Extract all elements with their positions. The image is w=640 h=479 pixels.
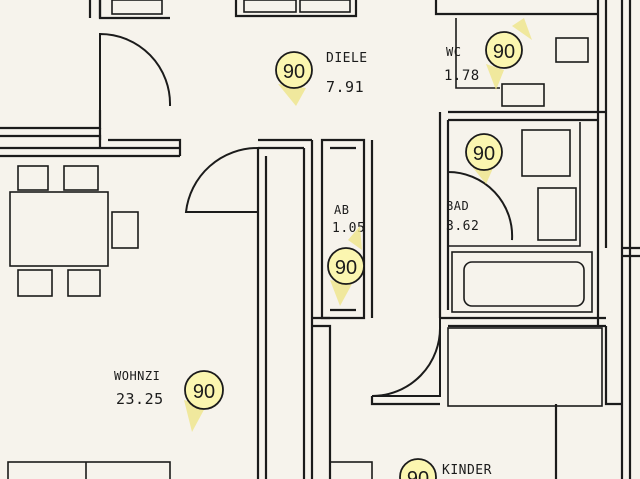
wall-wohnzi-top-jamb xyxy=(98,128,182,156)
badge-wc-label: 90 xyxy=(493,41,515,63)
furniture xyxy=(7,0,603,479)
badge-kinder: 90 xyxy=(399,458,437,479)
badge-kinder-circle xyxy=(399,458,437,479)
badge-diele-label: 90 xyxy=(283,61,305,83)
wall-top-left-box xyxy=(98,0,170,20)
badge-wc-circle xyxy=(485,31,523,69)
badge-ab-circle xyxy=(327,247,365,285)
door-bad xyxy=(447,120,514,241)
room-labels: DIELE 7.91 WC 1.78 AB 1.05 BAD 3.62 WOHN… xyxy=(114,45,492,478)
bad-washer-1 xyxy=(521,129,571,177)
badge-diele-circle xyxy=(275,51,313,89)
wall-bad-bottom xyxy=(440,248,606,328)
wall-top-cabinet xyxy=(234,0,358,18)
top-cabinet-right xyxy=(299,0,351,13)
room-name-kinder: KINDER xyxy=(442,463,492,478)
badge-ab-glow-2 xyxy=(348,226,362,250)
chair-bottom-2 xyxy=(67,269,101,297)
wall-ab-inner xyxy=(330,146,356,312)
sofa xyxy=(7,461,171,479)
room-area-wohnzi: 23.25 xyxy=(116,390,164,408)
badge-bad: 90 xyxy=(465,133,503,184)
room-area-bad: 3.62 xyxy=(446,219,479,234)
badge-ab: 90 xyxy=(327,226,365,306)
wall-wohnzi-top xyxy=(0,146,180,158)
top-cabinet-mid xyxy=(243,0,297,13)
top-cabinet-left xyxy=(111,0,163,15)
bad-wall-edge xyxy=(448,122,581,247)
kinder-cabinet xyxy=(329,461,373,479)
door-wohnzi xyxy=(184,146,259,213)
wall-corridor-left xyxy=(302,140,314,479)
wc-sink xyxy=(555,37,589,63)
wall-wohnzi-right xyxy=(256,148,268,479)
chair-top-1 xyxy=(17,165,49,191)
wall-kinder-right xyxy=(554,326,622,479)
door-kinder xyxy=(371,318,442,397)
room-name-ab: AB xyxy=(334,203,349,217)
room-area-diele: 7.91 xyxy=(326,78,364,96)
badge-wc-glow xyxy=(512,18,532,40)
wall-wc-top xyxy=(434,0,598,16)
doors xyxy=(99,32,514,397)
badge-diele-glow xyxy=(278,84,306,106)
badge-wohnzi-label: 90 xyxy=(193,381,215,403)
chair-bottom-1 xyxy=(17,269,53,297)
badge-wohnzi: 90 xyxy=(184,370,224,432)
bathtub xyxy=(451,251,593,313)
wall-ab-box xyxy=(320,138,366,320)
room-name-bad: BAD xyxy=(446,199,469,213)
badge-kinder-label: 90 xyxy=(407,468,429,479)
chair-right xyxy=(111,211,139,249)
badge-bad-label: 90 xyxy=(473,143,495,165)
bathtub-inner xyxy=(463,261,585,307)
room-name-wohnzi: WOHNZI xyxy=(114,369,160,383)
wc-corner xyxy=(455,18,500,89)
room-name-diele: DIELE xyxy=(326,51,368,66)
wall-right-outer xyxy=(596,0,608,248)
badge-wohnzi-circle xyxy=(184,370,224,410)
wall-hallway-bottom xyxy=(370,396,440,406)
room-area-wc: 1.78 xyxy=(444,68,480,84)
wall-corridor-top xyxy=(258,138,312,150)
dining-table xyxy=(9,191,109,267)
badges: 90 90 90 90 90 90 xyxy=(184,18,532,479)
badge-wc-glow-2 xyxy=(486,64,504,90)
badge-wc: 90 xyxy=(485,18,532,90)
room-name-wc: WC xyxy=(446,45,461,59)
wall-below-ab xyxy=(312,316,332,479)
badge-diele: 90 xyxy=(275,51,313,106)
bad-washer-2 xyxy=(537,187,577,241)
door-top-left xyxy=(99,32,172,110)
wc-toilet xyxy=(501,83,545,107)
badge-bad-circle xyxy=(465,133,503,171)
badge-ab-label: 90 xyxy=(335,257,357,279)
wall-wc-bad xyxy=(448,110,606,122)
badge-ab-glow xyxy=(330,280,352,306)
wall-far-right xyxy=(620,0,640,479)
kinder-desk xyxy=(447,327,603,407)
chair-top-2 xyxy=(63,165,99,191)
